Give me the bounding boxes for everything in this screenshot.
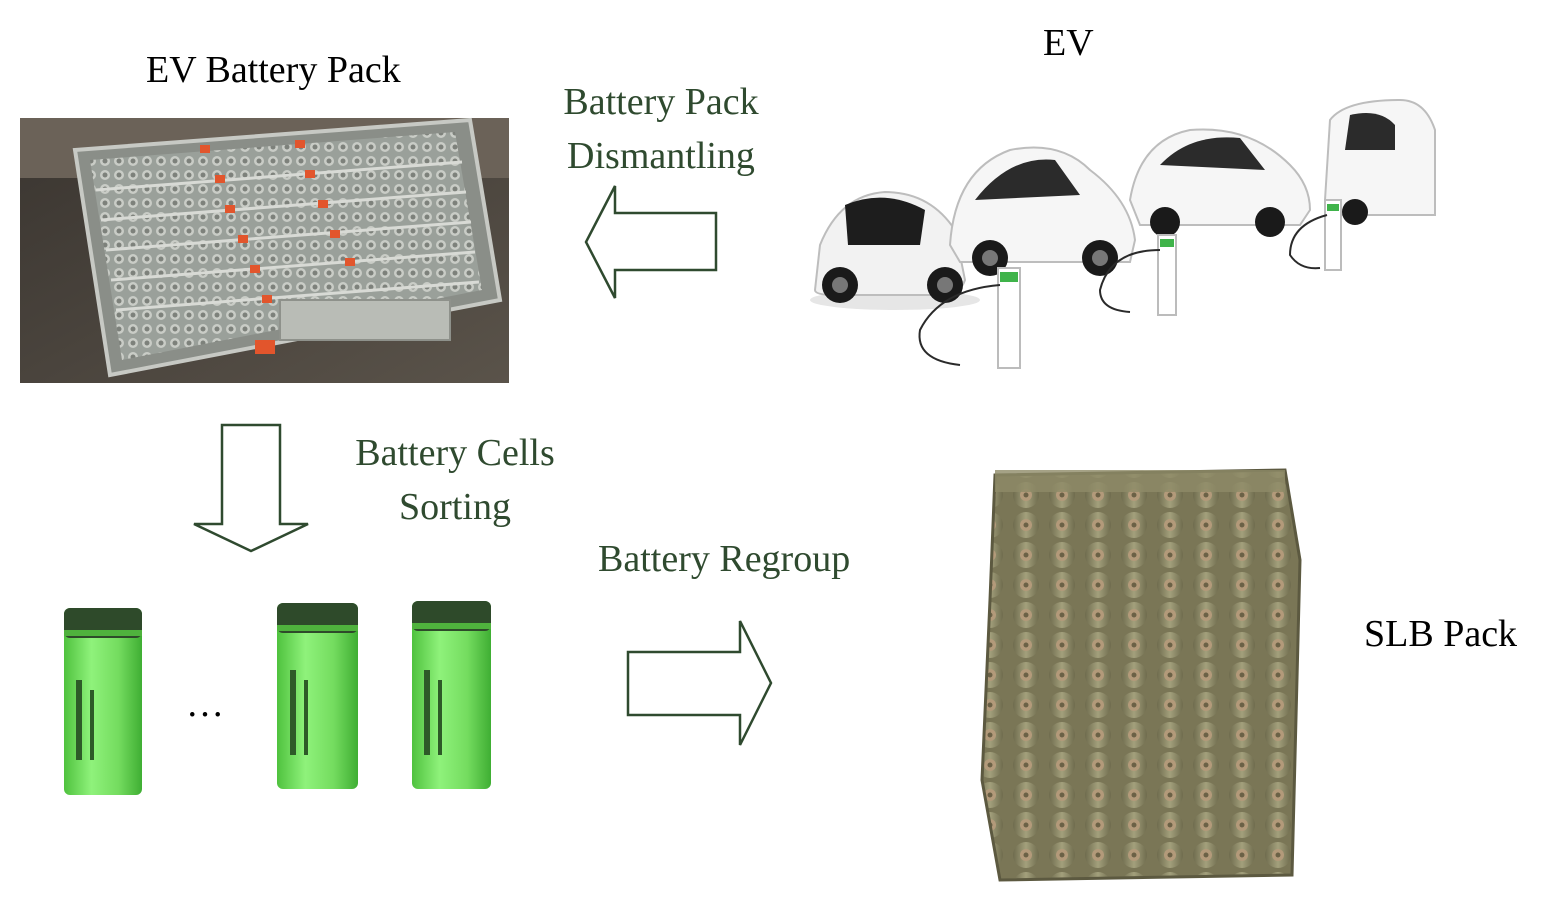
sorting-step-label: Battery Cells Sorting (340, 427, 570, 535)
slb-pack-photo (980, 468, 1302, 882)
dismantling-step-label: Battery Pack Dismantling (548, 76, 774, 184)
sorting-line-1: Battery Cells (355, 432, 555, 474)
sorting-arrow (193, 423, 309, 553)
regroup-arrow (626, 620, 773, 746)
battery-pack-photo (20, 117, 509, 383)
regroup-step-label: Battery Regroup (598, 538, 851, 580)
cylindrical-cell-photo (412, 601, 491, 789)
ev-label: EV (1043, 22, 1094, 64)
dismantling-line-2: Dismantling (567, 134, 755, 177)
slb-pack-label: SLB Pack (1364, 613, 1518, 655)
ev-battery-pack-label: EV Battery Pack (146, 49, 401, 91)
cells-ellipsis: … (186, 683, 224, 725)
electric-vehicles-photo (810, 98, 1436, 369)
cylindrical-cell-photo (64, 608, 142, 795)
cylindrical-cell-photo (277, 603, 358, 789)
sorting-line-2: Sorting (399, 485, 511, 528)
dismantling-arrow (584, 185, 718, 299)
dismantling-line-1: Battery Pack (563, 81, 759, 123)
